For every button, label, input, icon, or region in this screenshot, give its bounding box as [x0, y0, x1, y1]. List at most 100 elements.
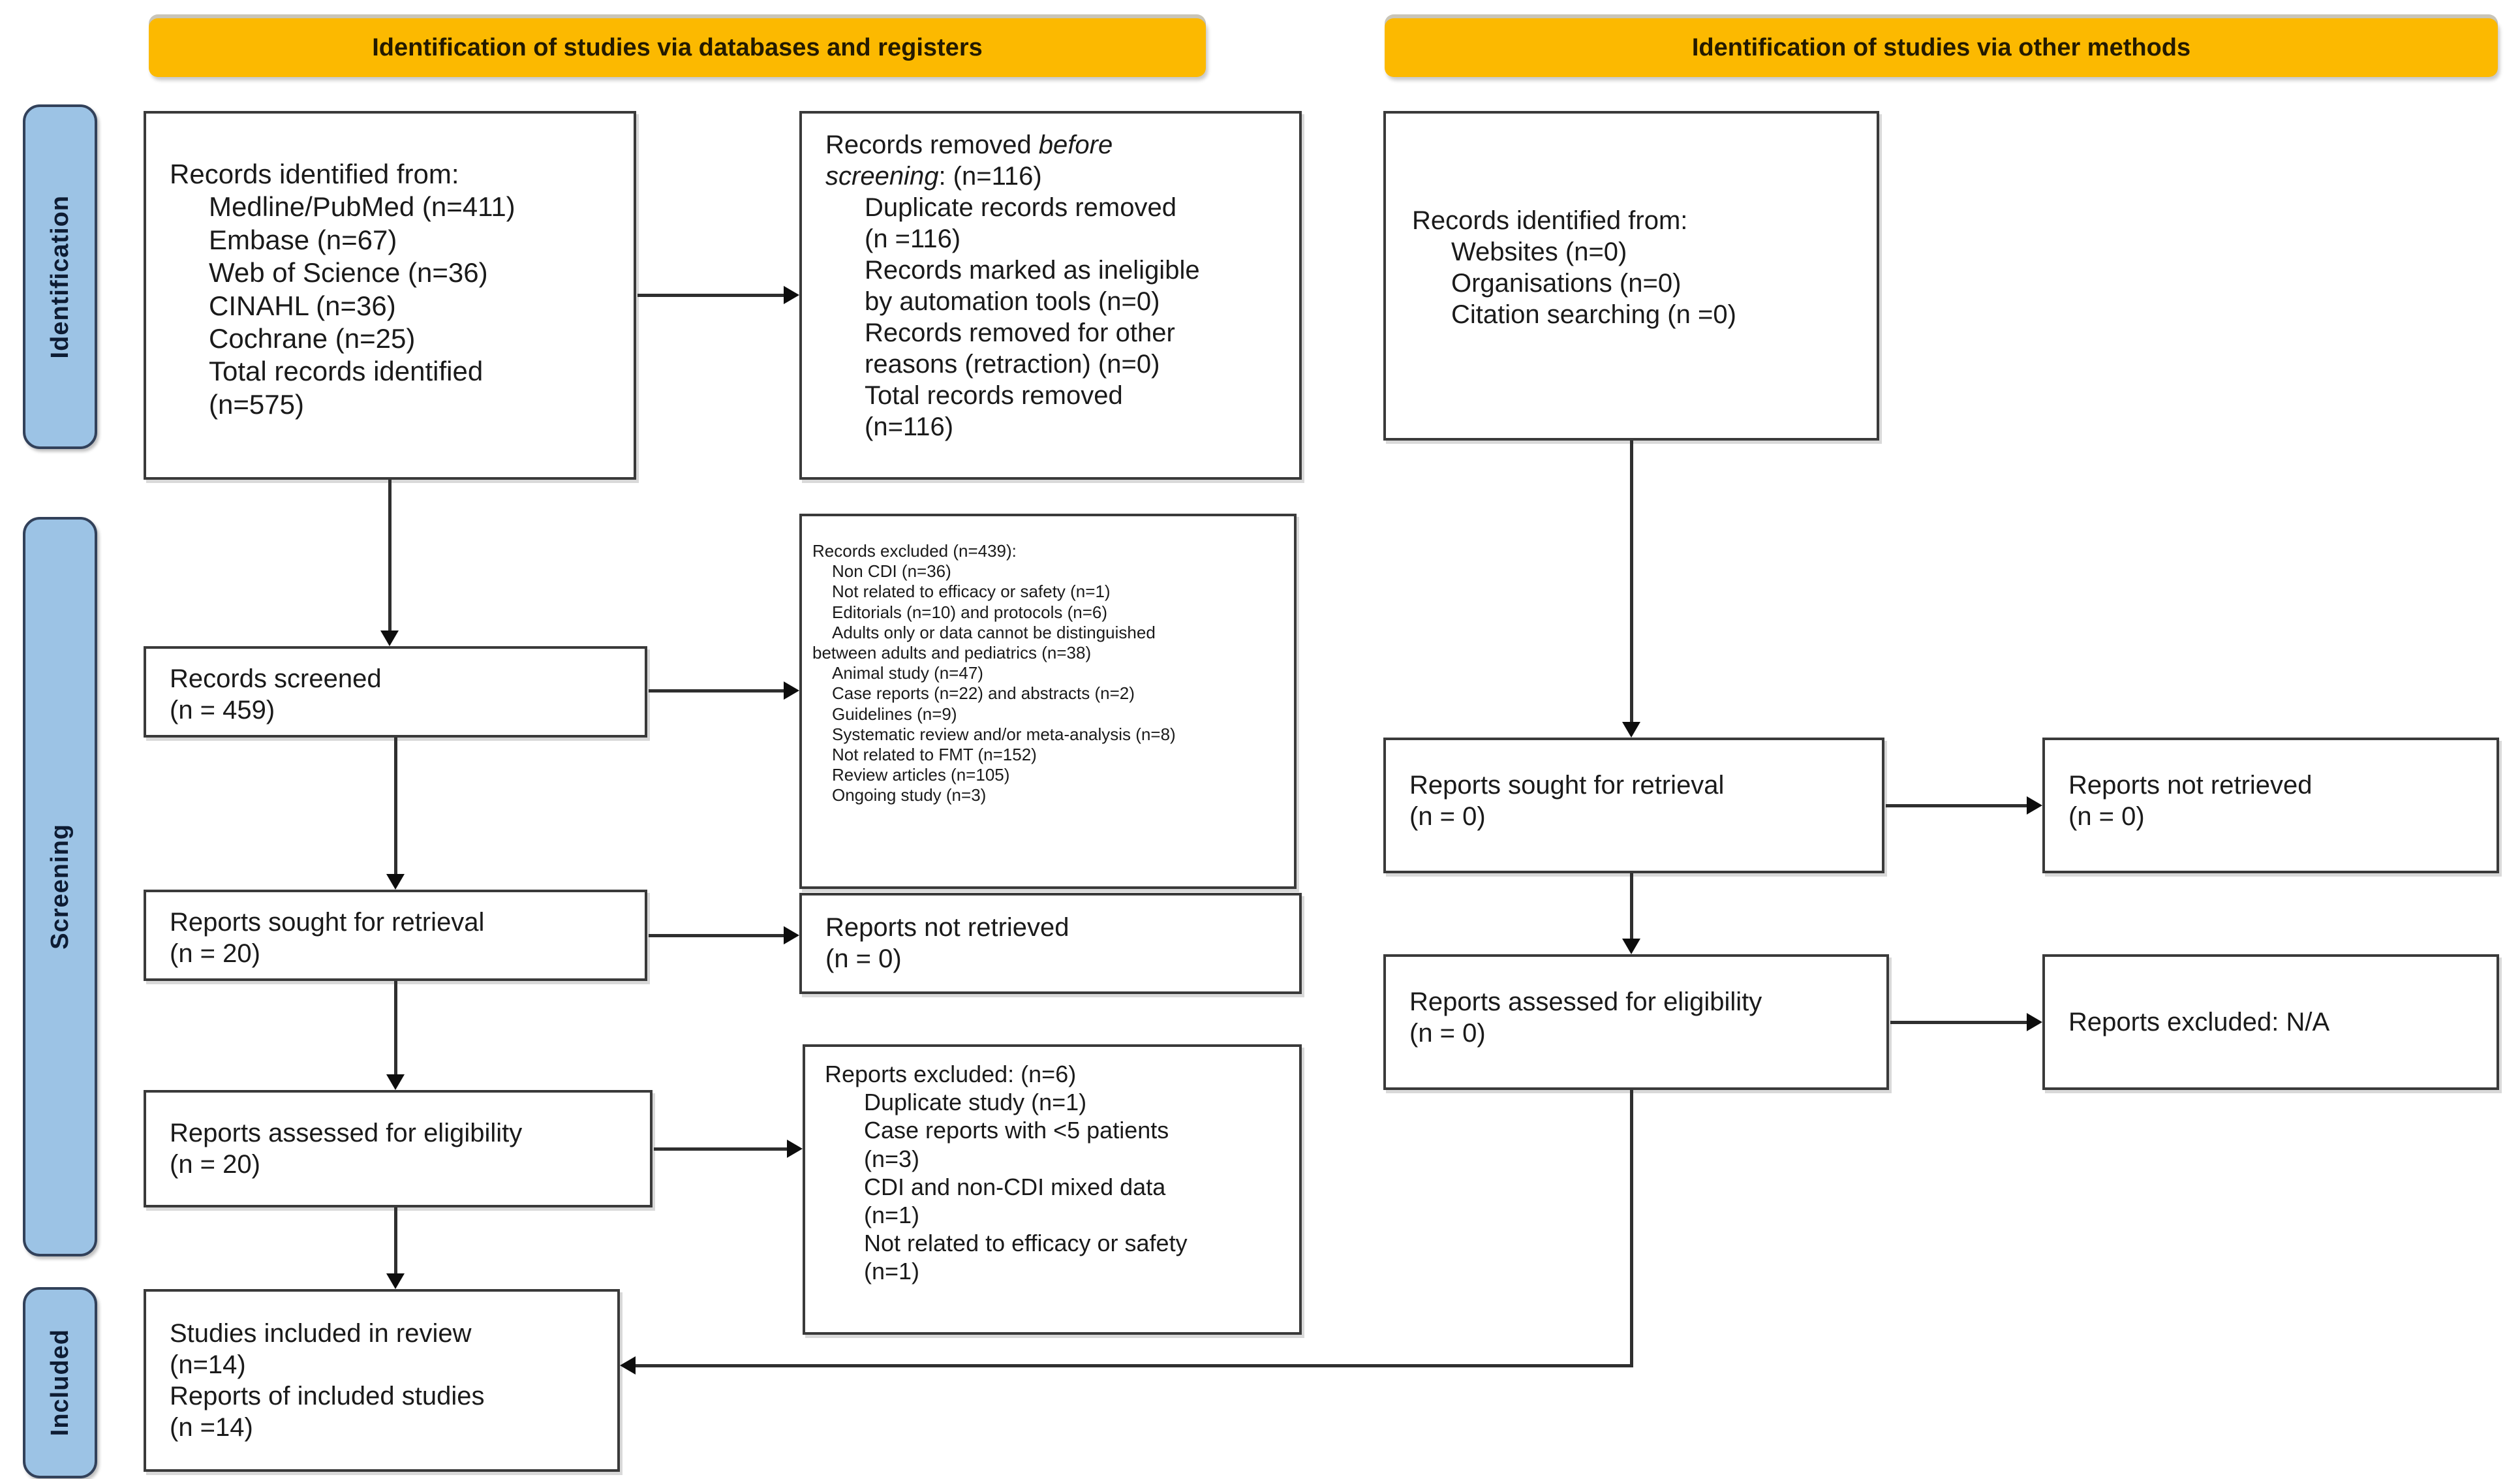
phase-label-included-text: Included — [46, 1329, 74, 1437]
box-text-line: Reports not retrieved — [825, 913, 1069, 942]
box-text-line: Non CDI (n=36) — [832, 561, 951, 582]
box-text-line: Duplicate records removed — [865, 193, 1176, 222]
box-text-line: (n =14) — [170, 1413, 253, 1442]
arrowhead-right-icon — [2027, 796, 2042, 815]
connector-other-sought-to-assessed — [1630, 873, 1633, 939]
box-text-line: (n = 20) — [170, 1150, 260, 1179]
box-studies-included: Studies included in review (n=14) Report… — [144, 1289, 620, 1472]
box-records-removed-before-screening: Records removed before screening: (n=116… — [799, 111, 1302, 480]
box-text-line: Review articles (n=105) — [832, 765, 1010, 785]
arrowhead-right-icon — [784, 681, 799, 700]
arrowhead-down-icon — [1622, 722, 1640, 738]
box-text-line: (n = 0) — [1409, 1019, 1486, 1048]
box-text-line: Records removed for other — [865, 319, 1175, 347]
box-text-line: by automation tools (n=0) — [865, 287, 1160, 316]
box-text-line: Studies included in review — [170, 1319, 472, 1348]
title-italic: screening — [825, 162, 939, 191]
box-text-line: (n = 459) — [170, 696, 275, 724]
box-text-line: Reports assessed for eligibility — [1409, 988, 1762, 1016]
box-text-line: Records screened — [170, 664, 382, 693]
box-text-line: Web of Science (n=36) — [209, 257, 488, 288]
arrowhead-down-icon — [1622, 939, 1640, 954]
box-text-line: Reports excluded: (n=6) — [825, 1061, 1077, 1087]
box-text-line: Adults only or data cannot be distinguis… — [832, 622, 1156, 642]
arrowhead-left-icon — [620, 1356, 636, 1375]
arrowhead-right-icon — [784, 926, 799, 944]
box-text-line: Total records identified — [209, 356, 484, 387]
arrowhead-right-icon — [784, 286, 799, 304]
arrowhead-down-icon — [386, 1074, 405, 1090]
box-records-screened: Records screened (n = 459) — [144, 646, 647, 738]
box-text-line: (n=1) — [864, 1201, 920, 1228]
box-records-identified-databases: Records identified from: Medline/PubMed … — [144, 111, 636, 480]
box-text-line: (n =116) — [865, 225, 961, 253]
header-databases-registers: Identification of studies via databases … — [149, 18, 1206, 77]
box-text-line: Not related to FMT (n=152) — [832, 744, 1037, 764]
header-other-methods: Identification of studies via other meth… — [1385, 18, 2498, 77]
box-text-line: (n=3) — [864, 1145, 920, 1172]
arrowhead-right-icon — [787, 1140, 803, 1158]
box-text-line: Guidelines (n=9) — [832, 704, 957, 724]
box-text-line: Systematic review and/or meta-analysis (… — [832, 724, 1176, 744]
connector-assessed-to-excluded — [654, 1147, 787, 1151]
box-text-line: Citation searching (n =0) — [1451, 300, 1736, 329]
box-text-line: Ongoing study (n=3) — [832, 785, 987, 805]
box-reports-excluded-reasons: Reports excluded: (n=6) Duplicate study … — [803, 1044, 1302, 1335]
connector-identified-to-removed — [638, 294, 784, 297]
connector-other-assessed-elbow-horizontal — [636, 1364, 1633, 1367]
box-title-line: Records removed before — [825, 129, 1286, 161]
box-text-line: Records marked as ineligible — [865, 256, 1200, 285]
box-text-line: (n=116) — [865, 413, 954, 441]
box-reports-not-retrieved-other: Reports not retrieved (n = 0) — [2042, 738, 2499, 873]
box-title-line: screening: (n=116) — [825, 161, 1286, 192]
box-text-line: Total records removed — [865, 381, 1123, 410]
arrowhead-down-icon — [386, 874, 405, 890]
box-text-line: Not related to efficacy or safety (n=1) — [832, 582, 1111, 602]
arrowhead-right-icon — [2027, 1013, 2042, 1031]
box-reports-excluded-na: Reports excluded: N/A — [2042, 954, 2499, 1090]
box-text-line: between adults and pediatrics (n=38) — [812, 642, 1092, 662]
box-text-line: Case reports (n=22) and abstracts (n=2) — [832, 683, 1135, 704]
box-text-line: (n = 0) — [1409, 802, 1486, 831]
box-text-line: Records identified from: — [1412, 206, 1688, 235]
box-reports-assessed-eligibility: Reports assessed for eligibility (n = 20… — [144, 1090, 653, 1207]
box-text-line: Reports not retrieved — [2068, 771, 2313, 800]
box-text-line: Not related to efficacy or safety — [864, 1230, 1188, 1257]
box-text-line: Records excluded (n=439): — [812, 541, 1017, 561]
box-text-line: Embase (n=67) — [209, 224, 397, 255]
box-records-identified-other-methods: Records identified from: Websites (n=0) … — [1383, 111, 1879, 441]
box-text-line: reasons (retraction) (n=0) — [865, 350, 1160, 379]
connector-other-sought-to-not-retrieved — [1886, 804, 2027, 807]
box-text-line: Reports assessed for eligibility — [170, 1119, 523, 1147]
box-text-line: Reports excluded: N/A — [2068, 1008, 2330, 1036]
box-text-line: CINAHL (n=36) — [209, 290, 396, 321]
connector-other-assessed-to-excluded — [1890, 1021, 2027, 1024]
box-text-line: Reports sought for retrieval — [170, 908, 485, 937]
box-text-line: CDI and non-CDI mixed data — [864, 1173, 1166, 1200]
arrowhead-down-icon — [380, 631, 399, 646]
box-text-line: Organisations (n=0) — [1451, 269, 1682, 298]
connector-screened-to-sought — [394, 738, 397, 874]
box-text-line: (n=575) — [209, 388, 304, 420]
box-text-line: (n = 0) — [2068, 802, 2145, 831]
phase-label-identification: Identification — [23, 104, 97, 449]
connector-identified-to-screened — [388, 480, 392, 631]
phase-label-screening: Screening — [23, 517, 97, 1256]
phase-label-included: Included — [23, 1287, 97, 1478]
box-reports-not-retrieved: Reports not retrieved (n = 0) — [799, 893, 1302, 994]
box-text-line: (n=14) — [170, 1350, 246, 1379]
box-text-line: Case reports with <5 patients — [864, 1117, 1169, 1144]
connector-screened-to-excluded — [649, 689, 784, 693]
connector-sought-to-not-retrieved — [649, 934, 784, 937]
box-text-line: (n=1) — [864, 1258, 920, 1285]
title-text: : (n=116) — [938, 162, 1042, 191]
box-text-line: (n = 0) — [825, 944, 902, 973]
box-text-line: Reports of included studies — [170, 1382, 485, 1410]
connector-assessed-to-included — [394, 1207, 397, 1273]
box-records-excluded: Records excluded (n=439): Non CDI (n=36)… — [799, 514, 1297, 889]
box-text-line: Medline/PubMed (n=411) — [209, 191, 515, 223]
connector-sought-to-assessed — [394, 981, 397, 1074]
connector-other-assessed-elbow-vertical — [1630, 1090, 1633, 1367]
arrowhead-down-icon — [386, 1273, 405, 1289]
